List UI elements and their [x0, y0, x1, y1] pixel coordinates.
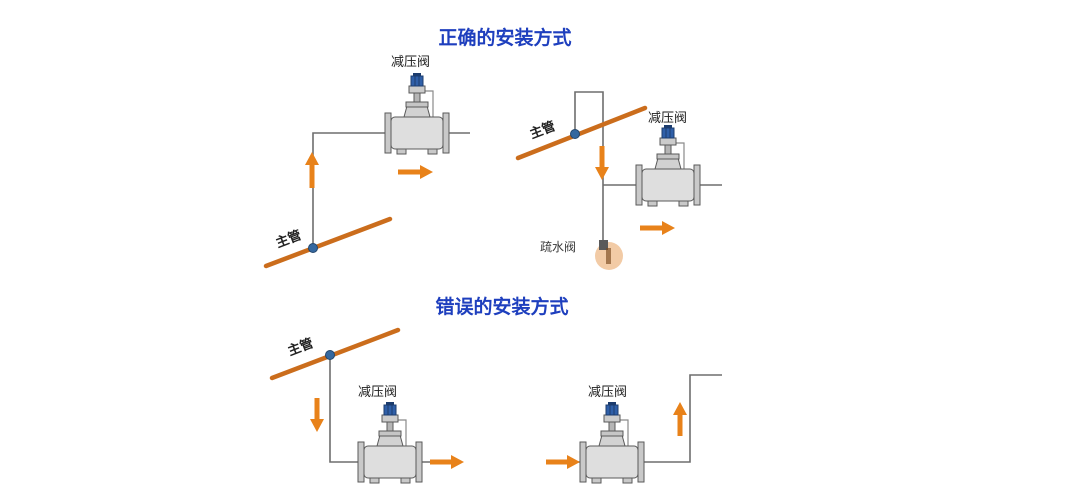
main-pipe-correct-left — [263, 216, 393, 269]
valve-figure-wrong-left — [357, 401, 423, 484]
valve-label-wrong-left: 减压阀 — [358, 385, 397, 400]
valve-figure-wrong-right — [579, 401, 645, 484]
main-pipe-correct-right — [515, 105, 648, 161]
arrow-right-correct-right — [640, 221, 675, 235]
arrow-up-correct-left — [305, 152, 319, 188]
main-pipe-label-correct-left: 主管 — [274, 227, 304, 251]
valve-label-correct-right: 减压阀 — [648, 111, 687, 126]
valve-label-correct-left: 减压阀 — [391, 55, 430, 70]
steam-trap-symbol — [599, 240, 608, 250]
section-title-correct: 正确的安装方式 — [438, 26, 571, 49]
junction-dot-correct-right — [570, 129, 580, 139]
main-pipe-label-wrong-left: 主管 — [286, 335, 316, 359]
valve-label-wrong-right: 减压阀 — [588, 385, 627, 400]
valve-figure-correct-right — [635, 124, 701, 207]
arrow-right-wrong-right — [546, 455, 580, 469]
pipe-correct-right-loop — [574, 91, 604, 240]
steam-trap-label: 疏水阀 — [540, 239, 576, 254]
junction-dot-wrong-left — [325, 350, 335, 360]
arrow-right-correct-left — [398, 165, 433, 179]
arrow-up-wrong-right — [673, 402, 687, 436]
arrow-right-wrong-left — [430, 455, 464, 469]
main-pipe-label-correct-right: 主管 — [528, 118, 558, 142]
watermark-glyph — [606, 248, 611, 264]
junction-dot-correct-left — [308, 243, 318, 253]
arrow-down-correct-right — [595, 146, 609, 180]
arrow-down-wrong-left — [310, 398, 324, 432]
section-title-wrong: 错误的安装方式 — [435, 295, 568, 318]
valve-figure-correct-left — [384, 72, 450, 155]
main-pipe-wrong-left — [269, 327, 401, 381]
